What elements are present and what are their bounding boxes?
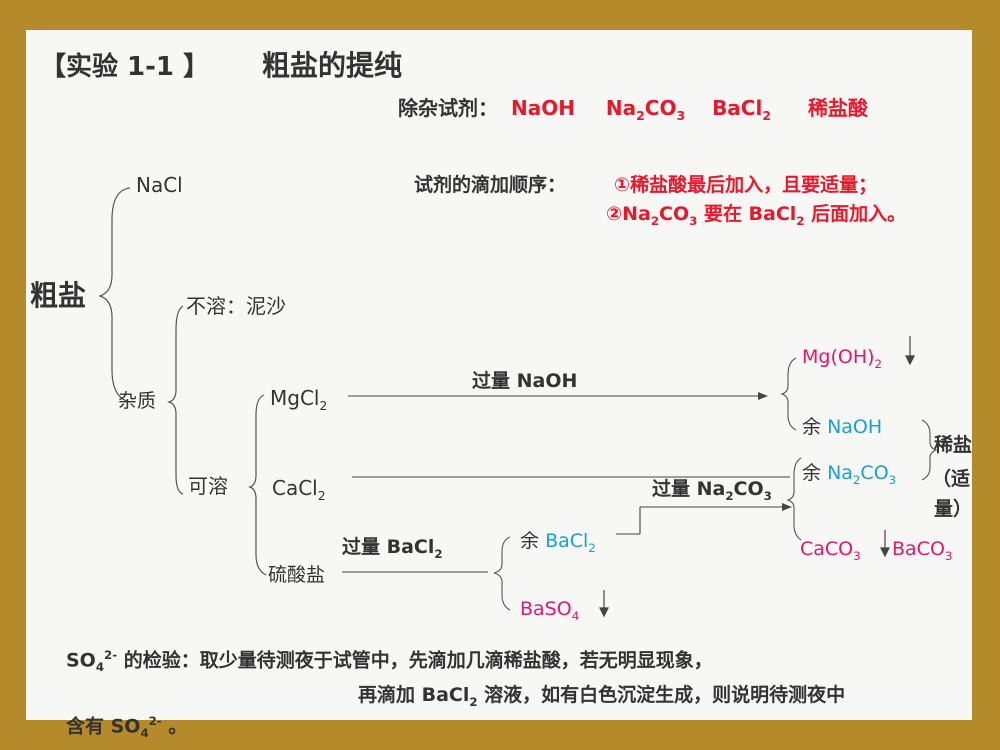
- reagents-row: 除杂试剂： NaOH Na2CO3 BaCl2 稀盐酸: [398, 98, 868, 122]
- hcl-label-2: （适: [932, 468, 971, 490]
- reagent-na2co3: Na2CO3: [605, 96, 686, 123]
- product-rest-naoh: 余 NaOH: [802, 416, 883, 438]
- product-baco3: BaCO3: [892, 538, 953, 563]
- reagents-label: 除杂试剂：: [398, 96, 498, 120]
- page-title: 粗盐的提纯: [262, 49, 403, 82]
- hcl-label-1: 稀盐酸: [934, 434, 972, 456]
- node-cacl2: CaCl2: [272, 476, 326, 503]
- node-impurity: 杂质: [118, 390, 157, 412]
- test-line-1: SO42- 的检验：取少量待测夜于试管中，先滴加几滴稀盐酸，若无明显现象，: [66, 648, 713, 675]
- diagram-lines: [98, 187, 938, 618]
- product-brace-2: [786, 457, 802, 541]
- root-crude-salt: 粗盐: [30, 279, 87, 312]
- reagent-hcl: 稀盐酸: [807, 96, 868, 120]
- product-baso4: BaSO4: [520, 598, 580, 623]
- step-bacl2: 过量 BaCl2: [342, 536, 443, 561]
- naoh-arrowhead: [758, 392, 768, 400]
- order-line-2: ②Na2CO3 要在 BaCl2 后面加入。: [606, 203, 907, 228]
- soluble-brace: [248, 394, 267, 576]
- reagent-naoh: NaOH: [510, 96, 575, 120]
- order-line-1: ①稀盐酸最后加入，且要适量；: [614, 174, 878, 196]
- product-brace-1: [780, 357, 797, 431]
- title-bracket: 【实验 1-1 】: [40, 52, 210, 82]
- step-na2co3: 过量 Na2CO3: [652, 478, 772, 503]
- test-line-3: 含有 SO42- 。: [66, 714, 188, 741]
- node-insoluble: 不溶：泥沙: [186, 294, 286, 318]
- product-mgoh2: Mg(OH)2: [802, 346, 883, 371]
- reagent-bacl2: BaCl2: [712, 96, 771, 123]
- impurity-brace: [166, 305, 184, 495]
- node-mgcl2: MgCl2: [270, 386, 328, 413]
- root-brace: [98, 187, 131, 403]
- product-rest-bacl2: 余 BaCl2: [520, 530, 596, 555]
- hcl-label-3: 量）: [934, 498, 972, 520]
- na2co3-arrowhead: [782, 503, 792, 511]
- test-line-2: 再滴加 BaCl2 溶液，如有白色沉淀生成，则说明待测夜中: [358, 684, 846, 709]
- baso4-brace: [493, 536, 511, 611]
- order-label: 试剂的滴加顺序：: [414, 174, 567, 196]
- product-rest-na2co3: 余 Na2CO3: [802, 462, 897, 487]
- node-soluble: 可溶: [188, 474, 228, 498]
- node-sulfate: 硫酸盐: [268, 564, 326, 586]
- hcl-brace: [921, 419, 938, 481]
- product-caco3: CaCO3: [800, 538, 861, 563]
- slide: 【实验 1-1 】 粗盐的提纯 除杂试剂： NaOH Na2CO3 BaCl2 …: [26, 30, 972, 720]
- step-naoh: 过量 NaOH: [472, 370, 578, 392]
- node-nacl: NaCl: [136, 173, 183, 197]
